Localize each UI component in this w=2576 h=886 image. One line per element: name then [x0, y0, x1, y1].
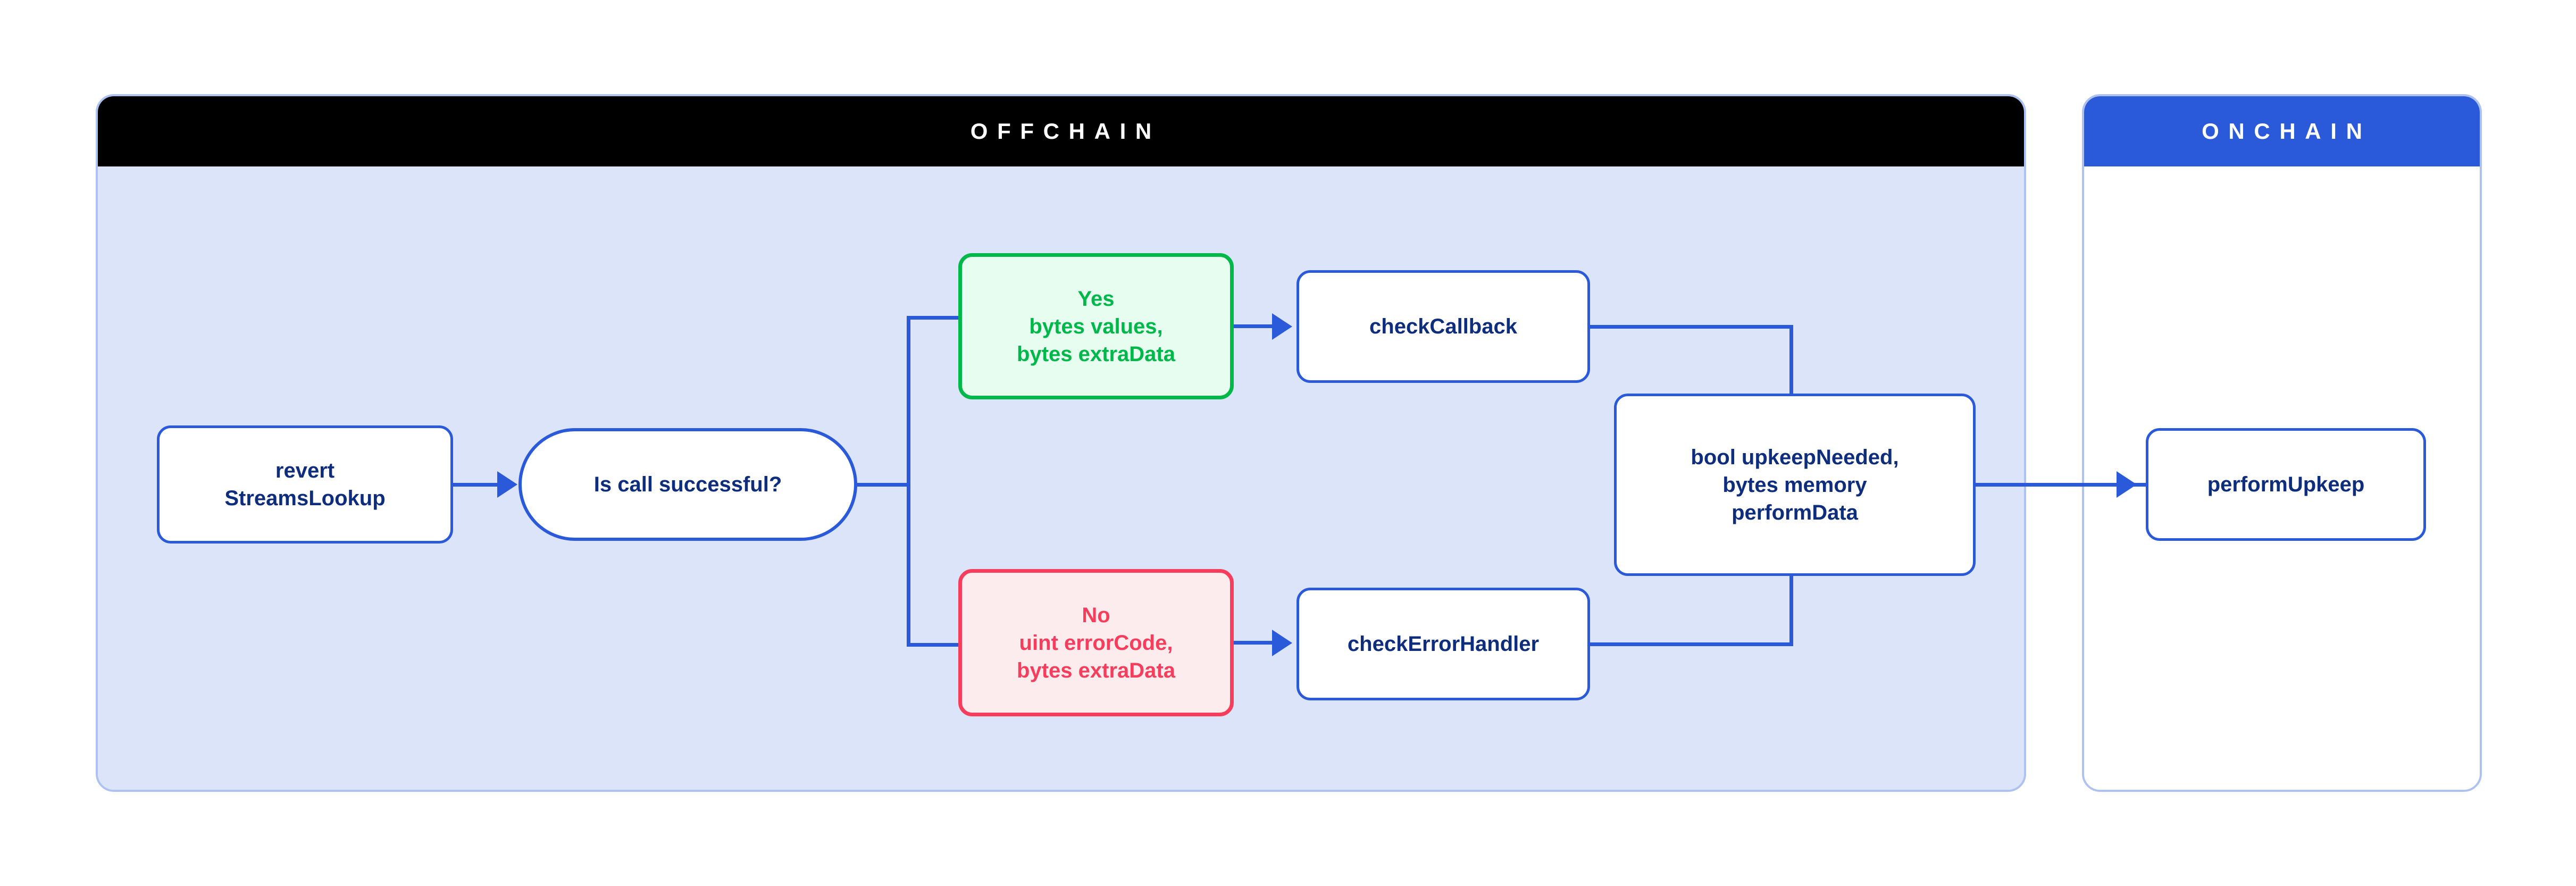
edge-upkeep-needed-to-perform-upkeep — [1976, 483, 2191, 487]
node-no-branch-label: No uint errorCode, bytes extraData — [1017, 603, 1175, 682]
edge-check-error-handler-to-merge-horizontal — [1590, 642, 1793, 646]
node-revert-streams-lookup-label: revert StreamsLookup — [224, 459, 386, 510]
edge-decision-to-no — [907, 643, 960, 647]
edge-decision-to-yes — [907, 316, 960, 320]
node-yes-branch-label: Yes bytes values, bytes extraData — [1017, 287, 1175, 366]
edge-branch-spine — [907, 316, 910, 647]
node-upkeep-needed-perform-data-label: bool upkeepNeeded, bytes memory performD… — [1691, 445, 1899, 524]
edge-check-callback-to-merge-horizontal — [1590, 325, 1793, 329]
edge-no-to-check-error-handler — [1234, 641, 1276, 645]
node-revert-streams-lookup[interactable]: revert StreamsLookup — [157, 425, 453, 544]
arrowhead-icon-no-to-check-error-handler — [1272, 630, 1292, 656]
onchain-panel-title: ONCHAIN — [2084, 96, 2480, 166]
arrowhead-icon-revert-to-decision — [497, 471, 517, 498]
node-yes-branch[interactable]: Yes bytes values, bytes extraData — [958, 253, 1234, 399]
node-check-callback-label: checkCallback — [1369, 315, 1517, 338]
node-upkeep-needed-perform-data[interactable]: bool upkeepNeeded, bytes memory performD… — [1614, 394, 1976, 576]
edge-check-error-handler-to-merge-vertical — [1789, 574, 1793, 646]
node-is-call-successful-label: Is call successful? — [593, 473, 782, 496]
node-perform-upkeep-label: performUpkeep — [2207, 473, 2365, 496]
node-check-error-handler[interactable]: checkErrorHandler — [1297, 588, 1590, 700]
node-perform-upkeep[interactable]: performUpkeep — [2146, 428, 2426, 541]
arrowhead-icon-upkeep-needed-to-perform-upkeep — [2117, 471, 2137, 498]
edge-check-callback-to-merge-vertical — [1789, 325, 1793, 396]
edge-decision-stem — [857, 483, 910, 487]
node-check-callback[interactable]: checkCallback — [1297, 270, 1590, 383]
edge-yes-to-check-callback — [1234, 324, 1276, 328]
arrowhead-icon-yes-to-check-callback — [1272, 313, 1292, 340]
offchain-panel-title: OFFCHAIN — [98, 96, 2024, 166]
node-check-error-handler-label: checkErrorHandler — [1347, 632, 1540, 656]
edge-revert-to-decision — [453, 483, 498, 487]
node-is-call-successful[interactable]: Is call successful? — [518, 428, 857, 541]
node-no-branch[interactable]: No uint errorCode, bytes extraData — [958, 569, 1234, 716]
